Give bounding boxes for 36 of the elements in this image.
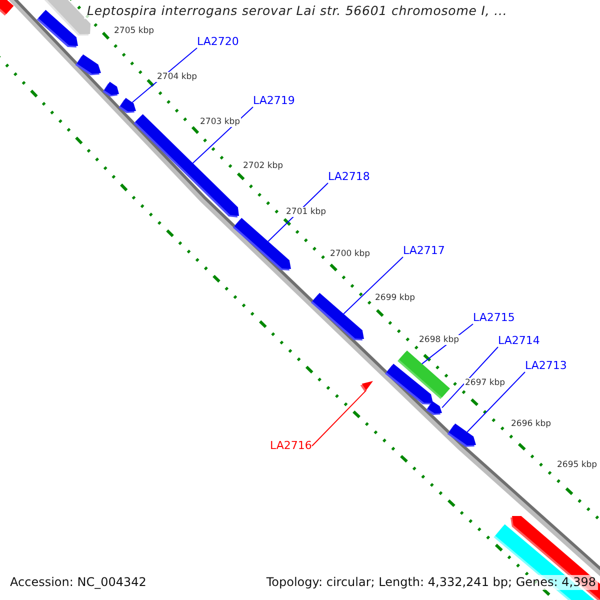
scale-label: 2696 kbp: [510, 419, 552, 429]
scale-label: 2700 kbp: [329, 249, 372, 259]
scale-label: 2698 kbp: [418, 335, 460, 345]
scale-label: 2703 kbp: [199, 117, 242, 127]
scale-label: 2701 kbp: [285, 207, 328, 217]
gene-label: LA2713: [525, 360, 567, 372]
gene-label: LA2714: [498, 335, 540, 347]
gene-feature: [385, 364, 433, 404]
gene-label: LA2720: [197, 36, 239, 48]
scale-label: 2702 kbp: [242, 161, 284, 171]
leader-line: [343, 256, 404, 314]
gene-label: LA2716: [270, 440, 312, 452]
scale-label: 2699 kbp: [374, 293, 416, 303]
gene-feature: [75, 54, 101, 76]
gene-feature: [232, 218, 291, 270]
gene-feature: [102, 82, 119, 96]
scale-label: 2704 kbp: [156, 72, 198, 82]
scale-label: 2705 kbp: [113, 26, 156, 36]
footer-text: Accession: NC_004342: [8, 575, 148, 590]
gene-feature: [310, 292, 364, 340]
footer-text: Topology: circular; Length: 4,332,241 bp; Genes: 4,398: [264, 575, 598, 590]
gene-label: LA2717: [403, 245, 445, 257]
gene-label: LA2719: [253, 95, 295, 107]
leader-line: [442, 346, 498, 408]
gene-feature: [0, 0, 14, 16]
gene-feature: [36, 10, 78, 48]
gene-label: LA2718: [328, 171, 370, 183]
gene-feature: [360, 381, 373, 392]
gene-feature: [426, 401, 442, 415]
gene-feature: [447, 424, 476, 447]
gene-label: LA2715: [473, 312, 515, 324]
leader-line: [466, 372, 526, 432]
leader-line: [312, 390, 367, 446]
scale-label: 2697 kbp: [464, 378, 506, 388]
gene-feature: [118, 98, 136, 113]
scale-label: 2695 kbp: [556, 460, 598, 470]
